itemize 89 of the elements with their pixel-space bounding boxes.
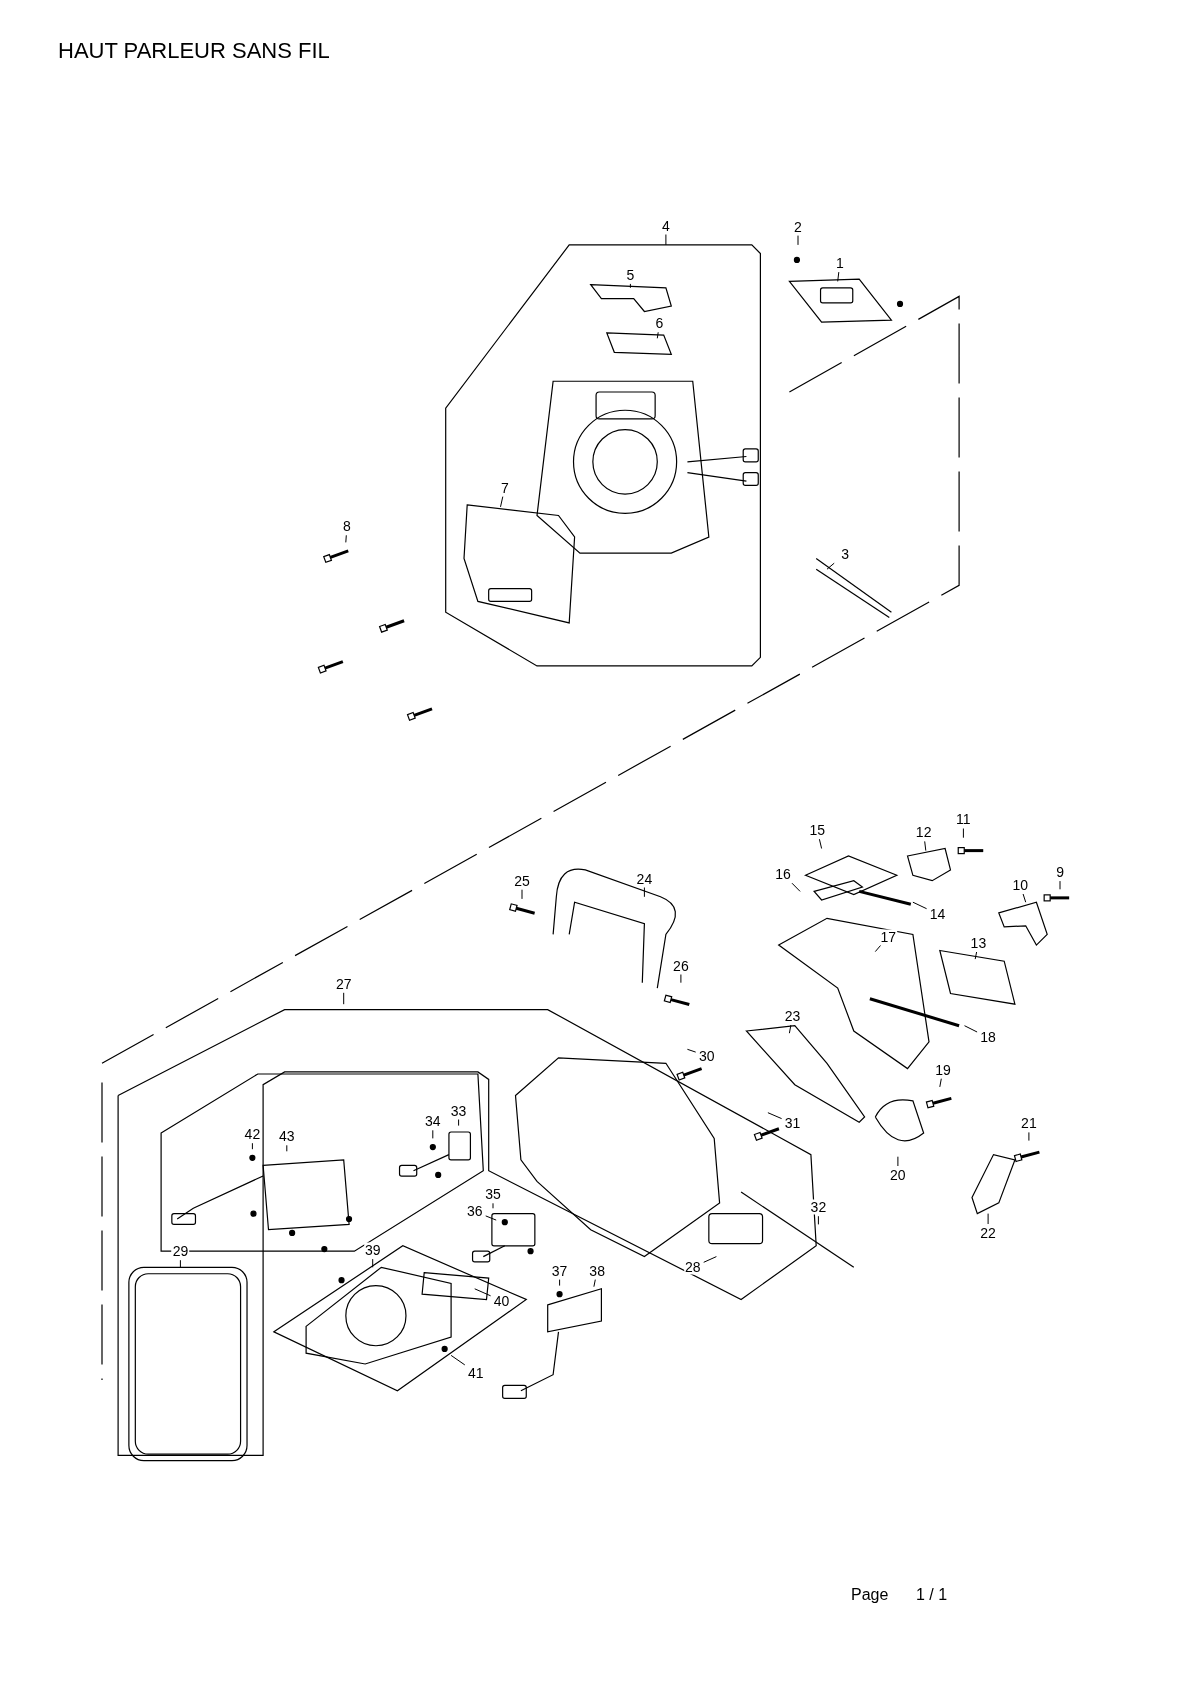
- callout-number: 8: [342, 518, 352, 534]
- leader-line: [1022, 893, 1027, 903]
- leader-line: [432, 1129, 434, 1139]
- leader-line: [987, 1213, 989, 1225]
- leader-line: [818, 838, 823, 849]
- callout-number: 22: [979, 1225, 997, 1241]
- leader-line: [343, 992, 345, 1005]
- leader-line: [897, 1156, 899, 1167]
- callout-number: 39: [363, 1242, 382, 1258]
- leader-line: [179, 1259, 181, 1268]
- leader-line: [372, 1258, 374, 1268]
- leader-line: [643, 887, 645, 898]
- leader-line: [450, 1354, 466, 1366]
- leader-line: [767, 1112, 783, 1120]
- leader-line: [817, 1215, 819, 1225]
- leader-line: [286, 1144, 288, 1152]
- callout-number: 2: [793, 219, 803, 235]
- callout-number: 10: [1011, 877, 1030, 893]
- callout-number: 19: [934, 1062, 952, 1078]
- callout-number: 28: [683, 1259, 702, 1275]
- leader-line: [874, 945, 881, 953]
- leader-line: [521, 889, 523, 900]
- callout-number: 41: [467, 1365, 485, 1381]
- callout-number: 34: [424, 1113, 442, 1129]
- callout-number: 25: [513, 873, 531, 889]
- callout-number: 38: [588, 1263, 606, 1279]
- leader-line: [974, 951, 978, 960]
- callout-number: 6: [654, 315, 665, 331]
- leader-line: [656, 331, 659, 339]
- leader-line: [939, 1078, 942, 1088]
- callout-number: 9: [1055, 864, 1065, 880]
- leader-line: [492, 1202, 494, 1209]
- callout-number: 36: [465, 1203, 484, 1219]
- page-title: HAUT PARLEUR SANS FIL: [58, 38, 330, 64]
- callout-number: 26: [672, 958, 690, 974]
- leader-line: [686, 1048, 697, 1053]
- leader-line: [1059, 880, 1061, 890]
- callout-number: 24: [635, 871, 654, 887]
- callout-number: 15: [808, 822, 827, 838]
- leader-line: [962, 828, 964, 839]
- callout-number: 14: [928, 906, 947, 922]
- callout-number: 1: [834, 255, 845, 271]
- leader-line: [485, 1215, 497, 1221]
- leader-line: [345, 534, 347, 543]
- callout-number: 23: [783, 1008, 802, 1024]
- callout-number: 11: [955, 811, 972, 827]
- callout-number: 33: [449, 1103, 468, 1118]
- callout-number: 17: [879, 929, 897, 945]
- leader-line: [593, 1279, 596, 1288]
- callout-number: 18: [979, 1030, 997, 1045]
- leader-line: [500, 496, 504, 508]
- callout-number: 31: [783, 1115, 802, 1131]
- callout-number: 30: [697, 1048, 716, 1064]
- callout-number: 40: [492, 1293, 511, 1309]
- callout-number: 20: [889, 1167, 907, 1183]
- callout-number: 7: [499, 480, 510, 496]
- leader-line: [458, 1119, 460, 1127]
- callout-number: 42: [243, 1126, 262, 1142]
- callout-number: 27: [334, 976, 353, 992]
- leader-line: [826, 562, 835, 570]
- callout-number: 5: [625, 267, 636, 283]
- leader-line: [924, 840, 927, 852]
- page-number: 1 / 1: [916, 1586, 948, 1604]
- page-label: Page: [851, 1586, 889, 1604]
- leader-line: [629, 283, 631, 289]
- leader-line: [559, 1279, 561, 1287]
- callout-number: 43: [277, 1128, 296, 1144]
- leader-line: [251, 1142, 253, 1150]
- leader-line: [680, 974, 682, 984]
- leader-line: [964, 1025, 978, 1033]
- leader-line: [837, 271, 840, 282]
- callout-number: 37: [550, 1263, 569, 1279]
- callout-number: 32: [809, 1199, 828, 1215]
- callout-number: 16: [774, 866, 792, 882]
- callout-number: 12: [914, 824, 933, 840]
- callout-number: 4: [661, 218, 671, 234]
- leader-line: [797, 235, 799, 246]
- leader-line: [791, 882, 801, 892]
- callout-number: 29: [171, 1243, 190, 1259]
- callout-number: 35: [484, 1186, 502, 1202]
- callout-number: 13: [969, 935, 988, 951]
- leader-line: [788, 1024, 792, 1034]
- leader-line: [912, 901, 928, 910]
- leader-line: [1028, 1131, 1030, 1142]
- leader-line: [474, 1288, 492, 1297]
- callout-number: 3: [840, 546, 851, 562]
- callout-number: 21: [1020, 1115, 1038, 1131]
- leader-line: [703, 1256, 717, 1263]
- leader-line: [665, 234, 667, 246]
